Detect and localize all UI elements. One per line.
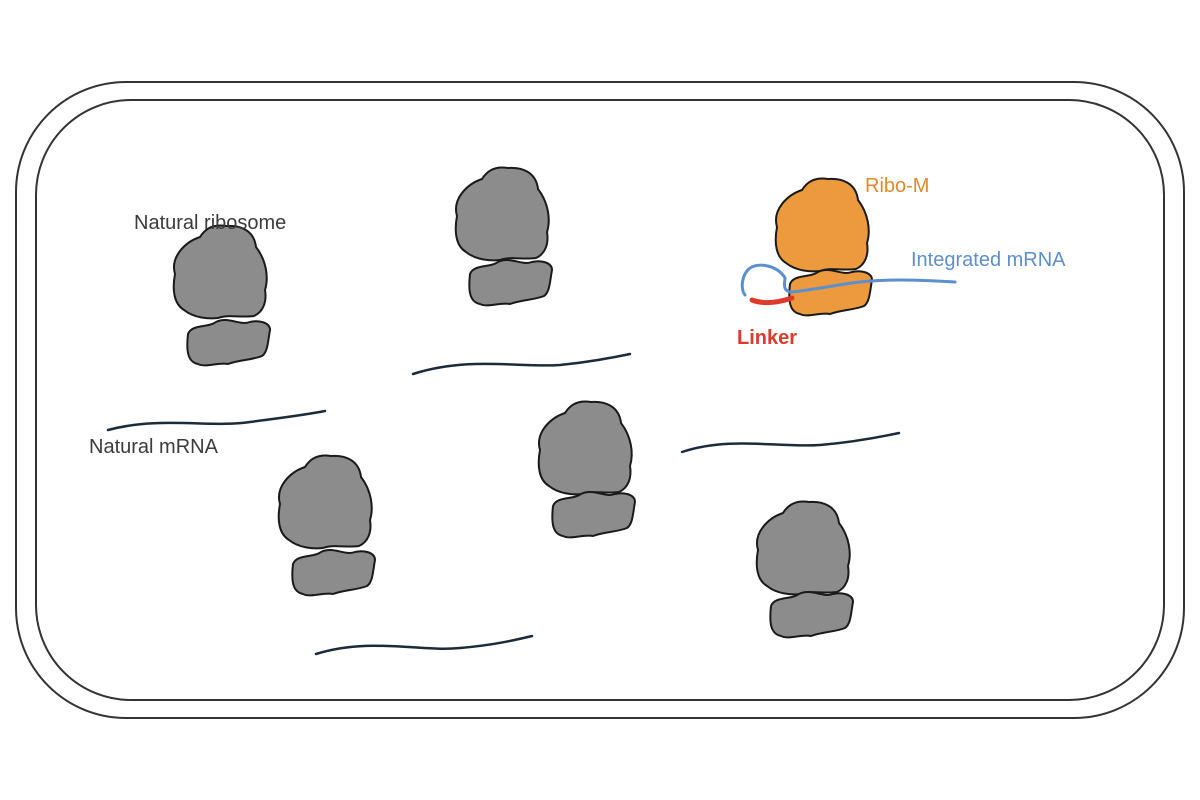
natural-mrna-strand	[411, 352, 632, 376]
natural-ribosome	[172, 224, 271, 367]
linker-label: Linker	[737, 327, 798, 349]
cell-outer-membrane	[15, 81, 1185, 719]
linker	[749, 295, 795, 306]
natural-mrna-strand	[680, 431, 901, 454]
ribo-m	[774, 177, 873, 317]
natural-ribosome	[537, 400, 636, 539]
natural-ribosome	[454, 166, 553, 307]
integrated-mrna	[740, 263, 957, 297]
ribo-m-label: Ribo-M	[865, 175, 930, 197]
natural-mrna-strand	[106, 409, 327, 432]
natural-mrna-label: Natural mRNA	[89, 436, 218, 458]
integrated-mrna-label: Integrated mRNA	[911, 249, 1066, 271]
natural-mrna-group	[106, 352, 901, 656]
cell-inner-membrane	[35, 99, 1165, 701]
natural-mrna-strand	[314, 634, 534, 656]
natural-ribosome-label: Natural ribosome	[134, 212, 287, 234]
natural-ribosome	[277, 454, 376, 597]
natural-ribosome	[755, 500, 854, 639]
